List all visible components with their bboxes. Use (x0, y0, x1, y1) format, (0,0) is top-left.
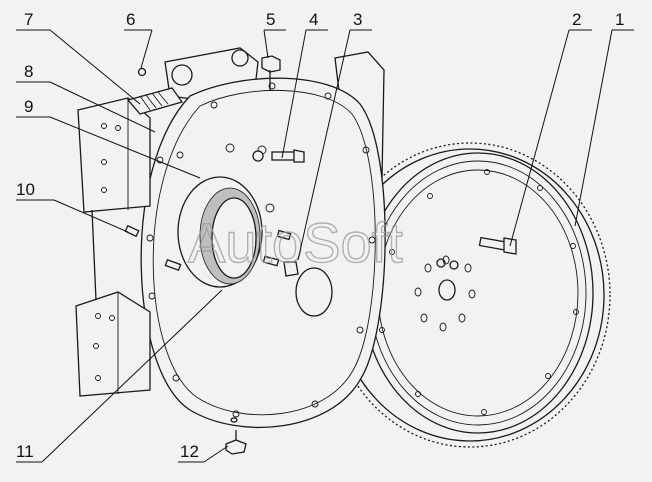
bracket-eye (171, 64, 193, 86)
callout-6: 6 (126, 10, 135, 29)
bracket-eye-2 (231, 49, 249, 67)
callout-11: 11 (16, 442, 34, 461)
lower-mount-pad (75, 291, 151, 397)
housing-bolt-top (261, 55, 281, 90)
plate-screw (137, 67, 147, 77)
callout-8: 8 (24, 62, 33, 81)
lower-pad-holes (93, 313, 115, 381)
callout-7: 7 (24, 10, 33, 29)
hub-bolt-holes (414, 255, 476, 332)
housing-bolt-holes (146, 82, 376, 418)
flywheel (329, 142, 611, 448)
watermark: AutoSoft (188, 211, 403, 274)
flywheel-housing (75, 47, 386, 455)
flywheel-rim-holes (379, 169, 579, 415)
callout-10: 10 (16, 180, 35, 199)
dowel-pins (124, 224, 299, 277)
flywheel-rim-outer (362, 152, 594, 434)
callout-3: 3 (353, 10, 362, 29)
upper-mount-pad (77, 97, 151, 213)
callout-12: 12 (180, 442, 199, 461)
housing-flange (140, 77, 386, 429)
callout-5: 5 (266, 10, 275, 29)
flywheel-bolt (436, 236, 517, 270)
callout-1: 1 (615, 10, 624, 29)
callout-labels: 1 2 3 4 5 6 7 8 9 10 11 12 (16, 10, 624, 461)
callout-2: 2 (572, 10, 581, 29)
housing-bolt-mid (252, 149, 305, 163)
callout-9: 9 (24, 97, 33, 116)
ring-gear-teeth (329, 142, 611, 448)
leader-lines (16, 29, 634, 463)
inspection-cover (295, 267, 333, 317)
vent-slots (139, 91, 169, 111)
drain-plug (225, 417, 247, 455)
flywheel-center-bore (438, 279, 456, 301)
callout-4: 4 (309, 10, 318, 29)
seal-inner-lip (211, 197, 257, 279)
vent-plate (126, 87, 184, 115)
upper-pad-holes (101, 123, 121, 193)
